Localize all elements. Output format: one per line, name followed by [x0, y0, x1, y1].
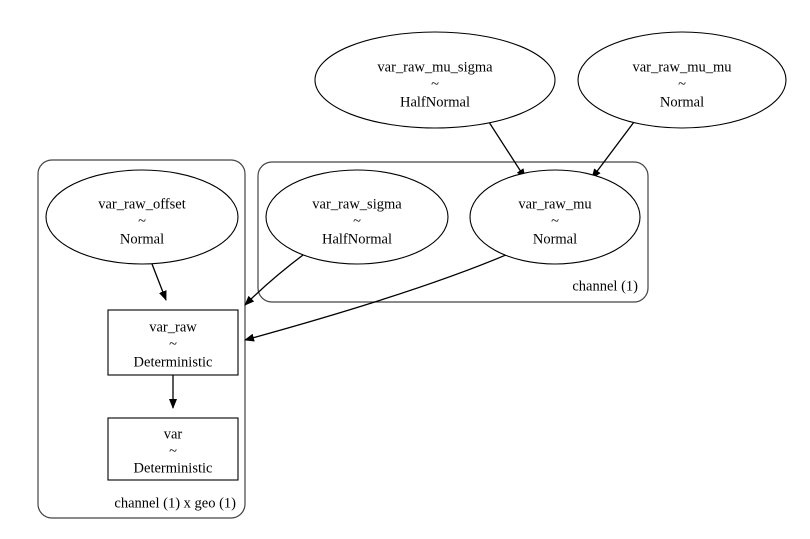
- node-var-raw-offset-tilde: ~: [138, 213, 146, 229]
- node-var[interactable]: var ~ Deterministic: [107, 417, 239, 481]
- node-var-raw-mu[interactable]: var_raw_mu ~ Normal: [469, 169, 641, 265]
- node-var-raw-offset[interactable]: var_raw_offset ~ Normal: [45, 169, 239, 265]
- node-var-raw-mu-tilde: ~: [551, 213, 559, 229]
- node-var-raw-sigma-distribution: HalfNormal: [322, 231, 392, 247]
- node-var-raw-mu-ellipse[interactable]: [469, 169, 641, 265]
- node-var-raw-sigma-name: var_raw_sigma: [312, 196, 402, 212]
- node-var-raw-mu-mu-distribution: Normal: [660, 94, 704, 110]
- plate-channel: channel (1): [257, 161, 649, 303]
- node-var-box[interactable]: [107, 417, 239, 481]
- node-var-raw-mu-distribution: Normal: [533, 231, 577, 247]
- edge-var-raw-sigma-to-var-raw: [244, 251, 308, 306]
- node-var-raw-mu-sigma-tilde: ~: [431, 76, 439, 92]
- node-var-raw-mu-sigma-ellipse[interactable]: [314, 31, 556, 129]
- node-var-tilde: ~: [169, 443, 177, 459]
- node-var-raw-tilde: ~: [169, 336, 177, 352]
- node-var-raw-mu-sigma-distribution: HalfNormal: [400, 94, 470, 110]
- node-var-raw-mu-mu-tilde: ~: [678, 76, 686, 92]
- node-var-raw-box[interactable]: [107, 309, 239, 376]
- node-var-raw-offset-ellipse[interactable]: [45, 169, 239, 265]
- edge-var-raw-mu-mu-to-var-raw-mu: [591, 117, 638, 179]
- node-var-raw-mu-sigma-name: var_raw_mu_sigma: [377, 59, 493, 75]
- node-var-raw-offset-distribution: Normal: [120, 231, 164, 247]
- plate-channel-geo-label: channel (1) x geo (1): [114, 495, 236, 511]
- node-var-raw-distribution: Deterministic: [134, 354, 213, 370]
- plate-channel-border: [257, 161, 649, 303]
- node-var-raw-sigma-ellipse[interactable]: [265, 169, 449, 265]
- node-var-raw-mu-mu-name: var_raw_mu_mu: [632, 59, 731, 75]
- node-var-raw-sigma-tilde: ~: [353, 213, 361, 229]
- node-var-raw-mu-sigma[interactable]: var_raw_mu_sigma ~ HalfNormal: [314, 31, 556, 129]
- node-var-raw[interactable]: var_raw ~ Deterministic: [107, 309, 239, 376]
- node-var-raw-mu-name: var_raw_mu: [518, 196, 591, 212]
- edge-var-raw-offset-to-var-raw: [151, 263, 167, 301]
- node-var-raw-mu-mu[interactable]: var_raw_mu_mu ~ Normal: [577, 31, 787, 129]
- edge-var-raw-mu-to-var-raw: [244, 251, 514, 342]
- node-var-raw-sigma[interactable]: var_raw_sigma ~ HalfNormal: [265, 169, 449, 265]
- edge-var-raw-mu-sigma-to-var-raw-mu: [486, 118, 526, 179]
- node-var-raw-name: var_raw: [149, 319, 197, 335]
- node-var-raw-mu-mu-ellipse[interactable]: [577, 31, 787, 129]
- plate-channel-label: channel (1): [572, 278, 638, 294]
- node-var-name: var: [164, 426, 183, 442]
- node-var-raw-offset-name: var_raw_offset: [98, 196, 186, 212]
- node-var-distribution: Deterministic: [134, 460, 213, 476]
